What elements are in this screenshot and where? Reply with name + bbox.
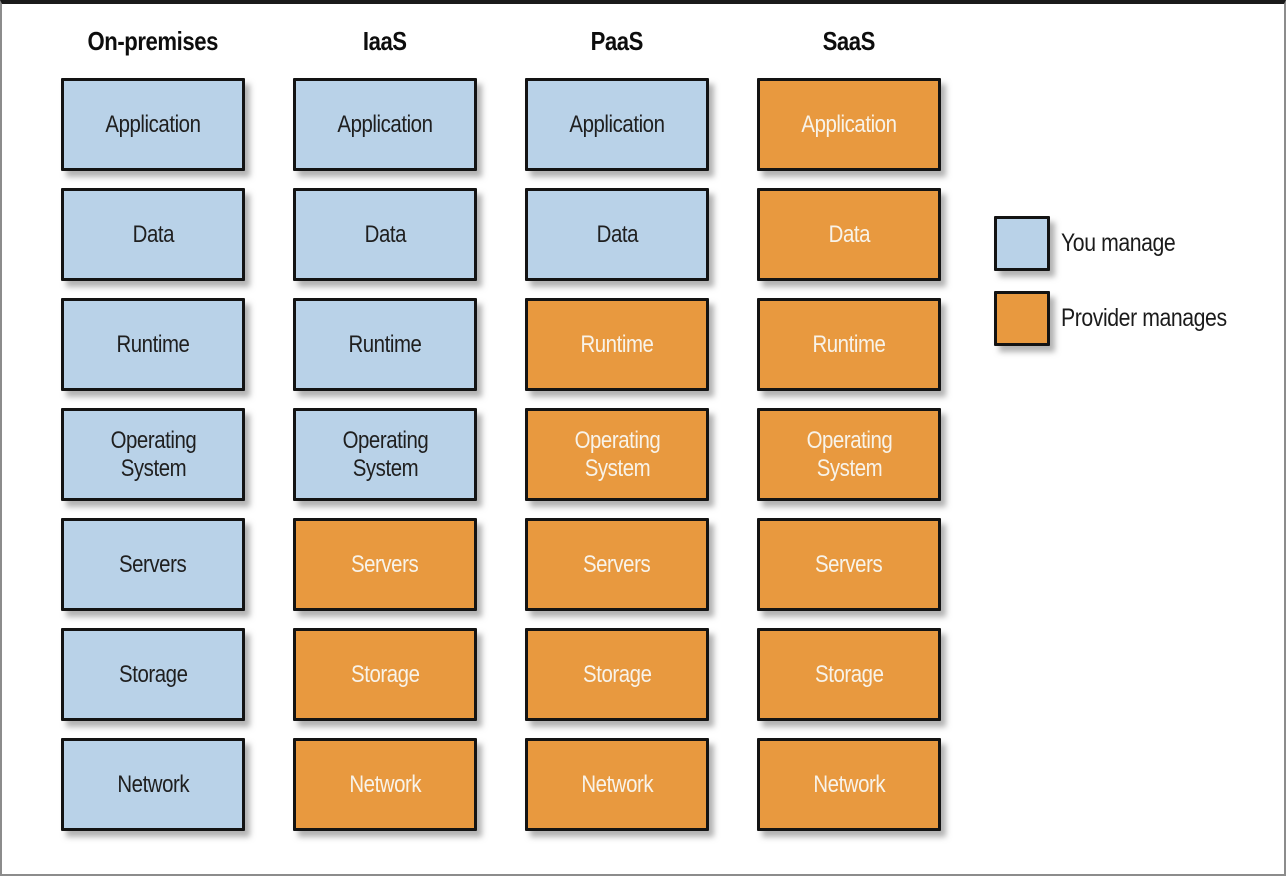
layer-box-label: Network [349, 770, 421, 798]
layer-box-label: Network [581, 770, 653, 798]
layer-box-application: Application [293, 78, 477, 171]
column-header-label: On-premises [87, 26, 219, 56]
layer-box-operating-system: Operating System [61, 408, 245, 501]
layer-box-operating-system: Operating System [525, 408, 709, 501]
layer-box-label: Data [596, 220, 638, 248]
layer-box-data: Data [61, 188, 245, 281]
layer-box-network: Network [61, 738, 245, 831]
layer-box-servers: Servers [525, 518, 709, 611]
layer-box-servers: Servers [293, 518, 477, 611]
layer-box-application: Application [61, 78, 245, 171]
layer-box-label: Operating System [574, 426, 660, 482]
layer-box-label: Servers [815, 550, 883, 578]
layer-box-runtime: Runtime [293, 298, 477, 391]
layer-box-application: Application [525, 78, 709, 171]
legend-swatch-you-manage [994, 216, 1050, 271]
column-header-iaas: IaaS [293, 20, 477, 78]
layer-box-label: Runtime [812, 330, 886, 358]
layer-box-data: Data [525, 188, 709, 281]
column-header-label: PaaS [590, 26, 644, 56]
layer-box-operating-system: Operating System [293, 408, 477, 501]
layer-box-operating-system: Operating System [757, 408, 941, 501]
layer-box-label: Runtime [116, 330, 190, 358]
layer-box-runtime: Runtime [61, 298, 245, 391]
layer-box-label: Operating System [110, 426, 196, 482]
layer-box-label: Data [364, 220, 406, 248]
layer-box-storage: Storage [525, 628, 709, 721]
layer-box-label: Application [105, 110, 201, 138]
layer-box-servers: Servers [61, 518, 245, 611]
layer-box-label: Application [801, 110, 897, 138]
layer-box-label: Storage [350, 660, 420, 688]
layer-box-label: Data [828, 220, 870, 248]
layer-box-label: Application [337, 110, 433, 138]
column-header-label: IaaS [363, 26, 407, 56]
layer-box-network: Network [757, 738, 941, 831]
layer-box-runtime: Runtime [525, 298, 709, 391]
layer-box-label: Application [569, 110, 665, 138]
column-header-saas: SaaS [757, 20, 941, 78]
layer-box-label: Storage [582, 660, 652, 688]
legend-label: Provider manages [1061, 304, 1227, 332]
layer-box-label: Data [132, 220, 174, 248]
layer-box-label: Network [813, 770, 885, 798]
legend-item-provider-manages: Provider manages [994, 291, 1256, 346]
column-header-label: SaaS [822, 26, 876, 56]
layer-box-label: Servers [583, 550, 651, 578]
layer-box-label: Servers [351, 550, 419, 578]
legend-label: You manage [1061, 229, 1176, 257]
legend-item-you-manage: You manage [994, 216, 1256, 271]
layer-box-servers: Servers [757, 518, 941, 611]
layer-box-network: Network [525, 738, 709, 831]
layer-box-label: Network [117, 770, 189, 798]
layer-box-data: Data [293, 188, 477, 281]
layer-box-runtime: Runtime [757, 298, 941, 391]
layer-box-label: Operating System [342, 426, 428, 482]
layer-box-application: Application [757, 78, 941, 171]
layer-box-label: Storage [118, 660, 188, 688]
column-header-on-premises: On-premises [61, 20, 245, 78]
layer-box-label: Storage [814, 660, 884, 688]
layer-box-data: Data [757, 188, 941, 281]
layer-box-label: Runtime [580, 330, 654, 358]
layer-box-network: Network [293, 738, 477, 831]
layer-box-storage: Storage [61, 628, 245, 721]
layer-box-label: Runtime [348, 330, 422, 358]
layer-box-label: Operating System [806, 426, 892, 482]
column-header-paas: PaaS [525, 20, 709, 78]
layer-box-label: Servers [119, 550, 187, 578]
legend-swatch-provider-manages [994, 291, 1050, 346]
layer-box-storage: Storage [293, 628, 477, 721]
layer-box-storage: Storage [757, 628, 941, 721]
